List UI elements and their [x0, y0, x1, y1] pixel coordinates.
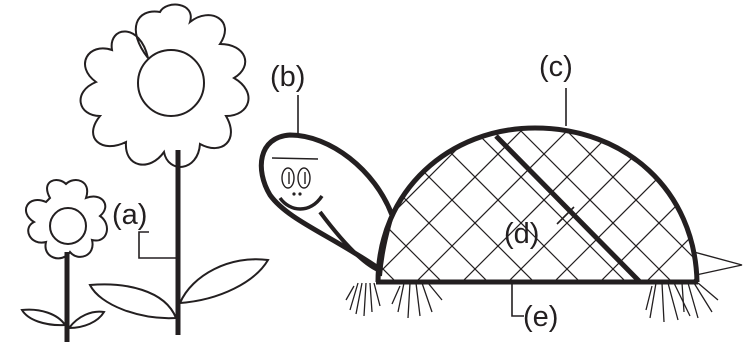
shell-hatch-line: [674, 100, 743, 300]
small-flower-center: [50, 208, 86, 244]
turtle-smile: [280, 196, 322, 209]
turtle-right-eye: [298, 168, 310, 188]
large-flower-center: [138, 50, 204, 116]
turtle-nostril-left: [292, 192, 295, 195]
labels: (a) (b) (c) (d) (e): [112, 51, 573, 333]
large-flower: [81, 5, 268, 335]
shell-hatch-line: [168, 100, 368, 300]
label-d: (d): [504, 218, 539, 250]
label-c: (c): [539, 51, 573, 83]
turtle-tail: [694, 252, 742, 275]
shell-hatch-line: [720, 100, 743, 300]
shell-hatch-line: [168, 100, 368, 300]
shell-hatch-line: [0, 100, 92, 300]
small-flower: [22, 180, 107, 342]
small-flower-petals: [26, 180, 107, 258]
label-e: (e): [523, 301, 558, 333]
small-flower-leaf-right: [69, 312, 104, 328]
foot-front-left: [346, 283, 380, 316]
foot-front-right: [392, 283, 442, 318]
shell-hatch-line: [0, 100, 184, 300]
foot-back-right: [682, 283, 718, 318]
shell-hatch-line: [122, 100, 322, 300]
turtle-brow: [272, 158, 318, 159]
label-a: (a): [112, 199, 147, 231]
turtle-nostril-right: [298, 192, 301, 195]
shell-hatch-line: [260, 100, 460, 300]
shell-hatch-line: [0, 100, 92, 300]
shell-hatch-line: [628, 100, 743, 300]
shell-hatch-line: [628, 100, 743, 300]
leader-a: [139, 232, 176, 258]
shell-stripe: [496, 136, 640, 282]
turtle-face: [272, 158, 318, 188]
label-b: (b): [270, 61, 305, 93]
small-flower-leaf-left: [22, 310, 65, 325]
large-flower-leaf-right: [180, 259, 268, 303]
shell-hatch-line: [0, 100, 184, 300]
shell-hatch-line: [674, 100, 743, 300]
large-flower-petals: [81, 5, 249, 167]
shell-hatch-line: [122, 100, 322, 300]
shell-hatch-line: [720, 100, 743, 300]
turtle-left-eye: [282, 168, 294, 188]
